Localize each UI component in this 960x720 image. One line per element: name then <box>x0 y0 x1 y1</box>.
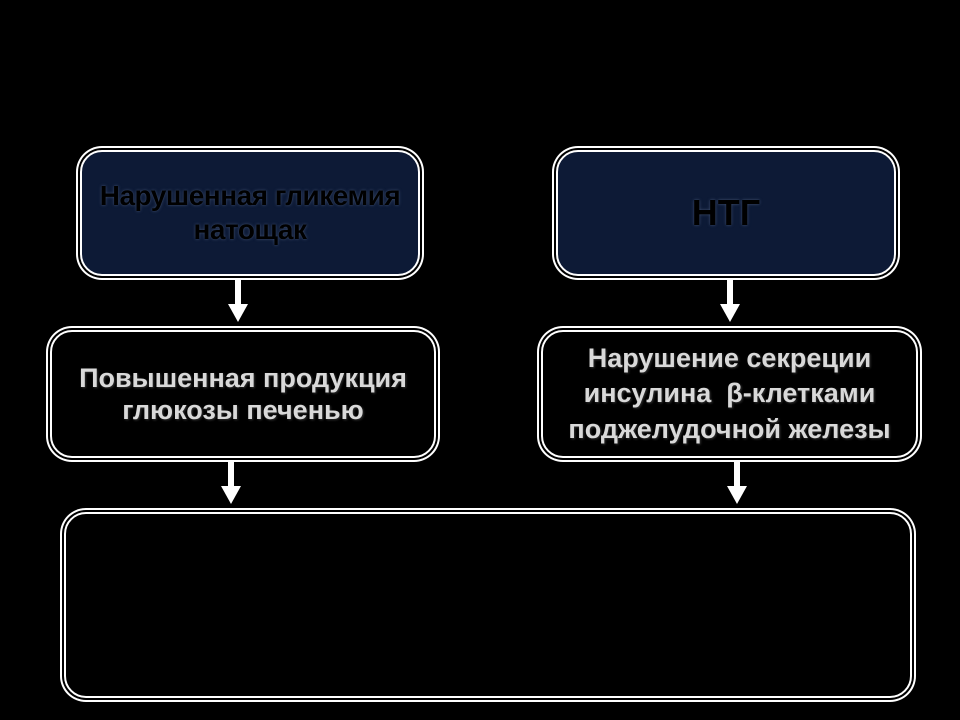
down-arrow-right-top <box>720 278 740 322</box>
impaired-glucose-tolerance-box: НТГ <box>556 150 896 276</box>
impaired-fasting-glycemia-line1: Нарушенная гликемия <box>99 180 401 212</box>
impaired-fasting-glycemia-box: Нарушенная гликемия натощак <box>80 150 420 276</box>
insulin-secretion-line1: Нарушение секреции <box>587 343 872 374</box>
down-arrow-left-top <box>228 278 248 322</box>
outcome-box <box>64 512 912 698</box>
impaired-insulin-secretion-box: Нарушение секреции инсулина β-клетками п… <box>541 330 918 458</box>
impaired-glucose-tolerance-label: НТГ <box>691 192 761 234</box>
impaired-fasting-glycemia-line2: натощак <box>193 214 307 245</box>
hepatic-production-line1: Повышенная продукция <box>79 362 407 393</box>
insulin-secretion-line2: инсулина β-клетками <box>583 378 876 409</box>
insulin-secretion-line3: поджелудочной железы <box>568 413 891 444</box>
increased-hepatic-glucose-production-box: Повышенная продукция глюкозы печенью <box>50 330 436 458</box>
down-arrow-left-bottom <box>221 460 241 504</box>
down-arrow-right-bottom <box>727 460 747 504</box>
hepatic-production-line2: глюкозы печенью <box>122 395 364 425</box>
